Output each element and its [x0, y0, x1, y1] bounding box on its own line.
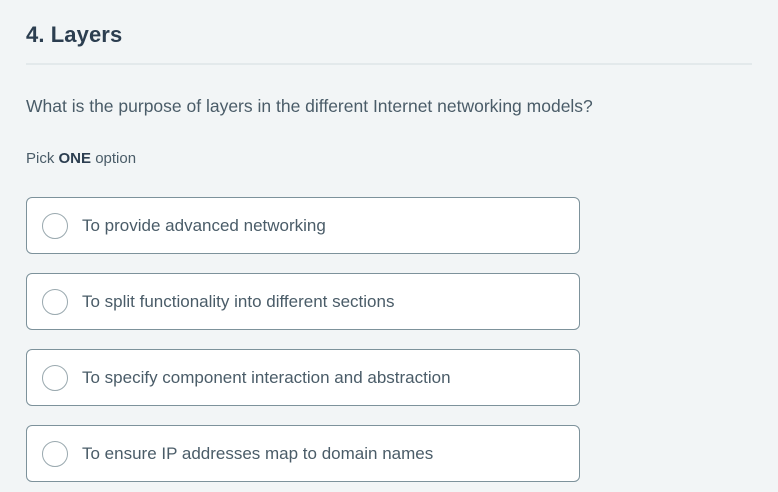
answer-options-list: To provide advanced networking To split …: [26, 197, 580, 482]
title-divider: [26, 63, 752, 65]
radio-unchecked-icon[interactable]: [42, 212, 68, 239]
answer-option-2[interactable]: To split functionality into different se…: [26, 273, 580, 330]
answer-option-label: To provide advanced networking: [82, 215, 326, 235]
answer-option-1[interactable]: To provide advanced networking: [26, 197, 580, 254]
answer-option-3[interactable]: To specify component interaction and abs…: [26, 349, 580, 406]
answer-option-label: To split functionality into different se…: [82, 291, 395, 311]
radio-unchecked-icon[interactable]: [42, 440, 68, 467]
pick-one-hint: Pick ONE option: [26, 148, 136, 169]
page-title: 4. Layers: [26, 22, 123, 47]
question-prompt: What is the purpose of layers in the dif…: [26, 96, 593, 116]
radio-unchecked-icon[interactable]: [42, 364, 68, 391]
pick-hint-emphasis: ONE: [58, 150, 92, 167]
answer-option-label: To specify component interaction and abs…: [82, 367, 451, 387]
answer-option-4[interactable]: To ensure IP addresses map to domain nam…: [26, 425, 580, 482]
answer-option-label: To ensure IP addresses map to domain nam…: [82, 443, 434, 463]
pick-hint-prefix: Pick: [26, 150, 59, 167]
pick-hint-suffix: option: [91, 150, 137, 167]
radio-unchecked-icon[interactable]: [42, 288, 68, 315]
